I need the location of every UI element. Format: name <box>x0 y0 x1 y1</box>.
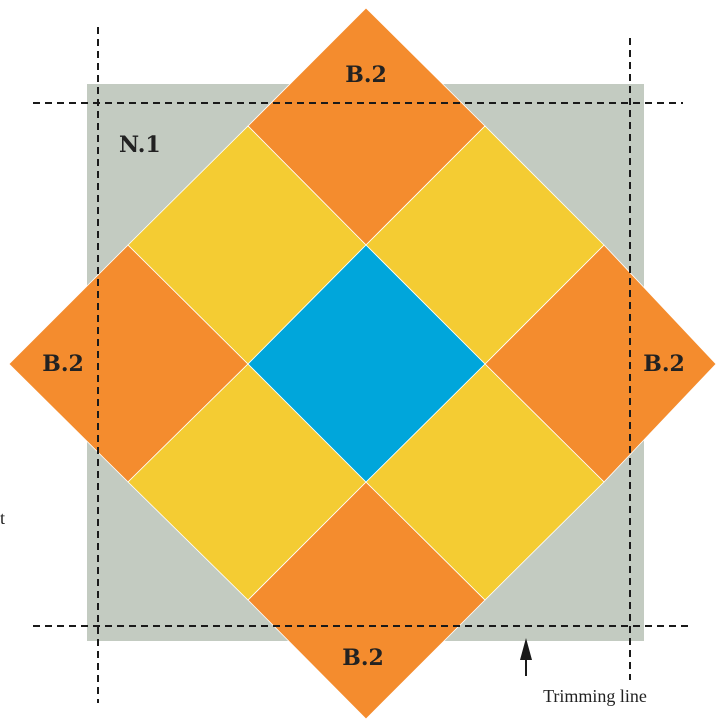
background-label: N.1 <box>119 132 161 158</box>
left-diamond-label: B.2 <box>42 351 84 377</box>
arrow-head <box>520 638 532 660</box>
edge-fragment-text: t <box>0 508 5 528</box>
trimming-line-caption: Trimming line <box>543 686 647 706</box>
top-diamond-label: B.2 <box>345 62 387 88</box>
right-diamond-label: B.2 <box>643 351 685 377</box>
center-square <box>247 244 486 483</box>
bottom-diamond-label: B.2 <box>342 645 384 671</box>
